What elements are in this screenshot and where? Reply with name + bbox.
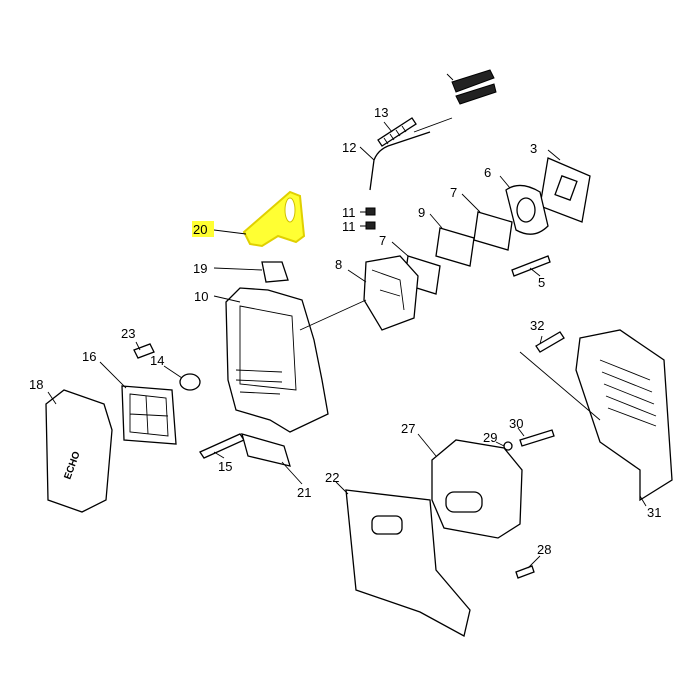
part-throttle-cable-top (413, 69, 497, 133)
callout-31: 31 (647, 505, 661, 520)
part-10-air-cleaner-base (225, 287, 329, 433)
part-18-air-cleaner-cover: ECHO (45, 389, 113, 513)
part-7-gasket-upper (473, 211, 513, 251)
callout-7: 7 (450, 185, 457, 200)
part-32-bolt (535, 331, 565, 353)
callout-21: 21 (297, 485, 311, 500)
part-23-screw (133, 343, 155, 359)
part-14-choke (179, 373, 201, 391)
callout-7: 7 (379, 233, 386, 248)
part-9-gasket (435, 227, 475, 267)
callout-20-highlight (192, 221, 214, 237)
part-5-bolt (511, 255, 551, 277)
part-29-washer (503, 441, 513, 451)
part-11-nut (365, 221, 376, 230)
callout-12: 12 (342, 140, 356, 155)
callout-11: 11 (342, 219, 356, 234)
part-30-bolt (519, 429, 555, 447)
part-15-bolt (199, 433, 245, 459)
callout-27: 27 (401, 421, 415, 436)
callout-28: 28 (537, 542, 551, 557)
part-16-air-filter (121, 385, 177, 445)
callout-11: 11 (342, 205, 356, 220)
part-19-bracket (261, 261, 289, 283)
callout-22: 22 (325, 470, 339, 485)
callout-14: 14 (150, 353, 164, 368)
callout-13: 13 (374, 105, 388, 120)
callout-18: 18 (29, 377, 43, 392)
callout-19: 19 (193, 261, 207, 276)
part-28-bolt (515, 565, 535, 579)
callout-16: 16 (82, 349, 96, 364)
part-31-muffler-cover (575, 329, 673, 502)
part-20-highlighted (242, 190, 306, 248)
callout-3: 3 (530, 141, 537, 156)
part-21-plate (241, 433, 291, 467)
leader-lines (47, 121, 647, 569)
callout-23: 23 (121, 326, 135, 341)
callout-5: 5 (538, 275, 545, 290)
callout-6: 6 (484, 165, 491, 180)
part-27-muffler (431, 439, 523, 539)
callout-29: 29 (483, 430, 497, 445)
callout-20: 20 (193, 222, 207, 237)
callout-30: 30 (509, 416, 523, 431)
callout-8: 8 (335, 257, 342, 272)
callout-15: 15 (218, 459, 232, 474)
callout-10: 10 (194, 289, 208, 304)
callout-9: 9 (418, 205, 425, 220)
part-11-nut (365, 207, 376, 216)
callout-32: 32 (530, 318, 544, 333)
part-13-spring (377, 117, 417, 147)
